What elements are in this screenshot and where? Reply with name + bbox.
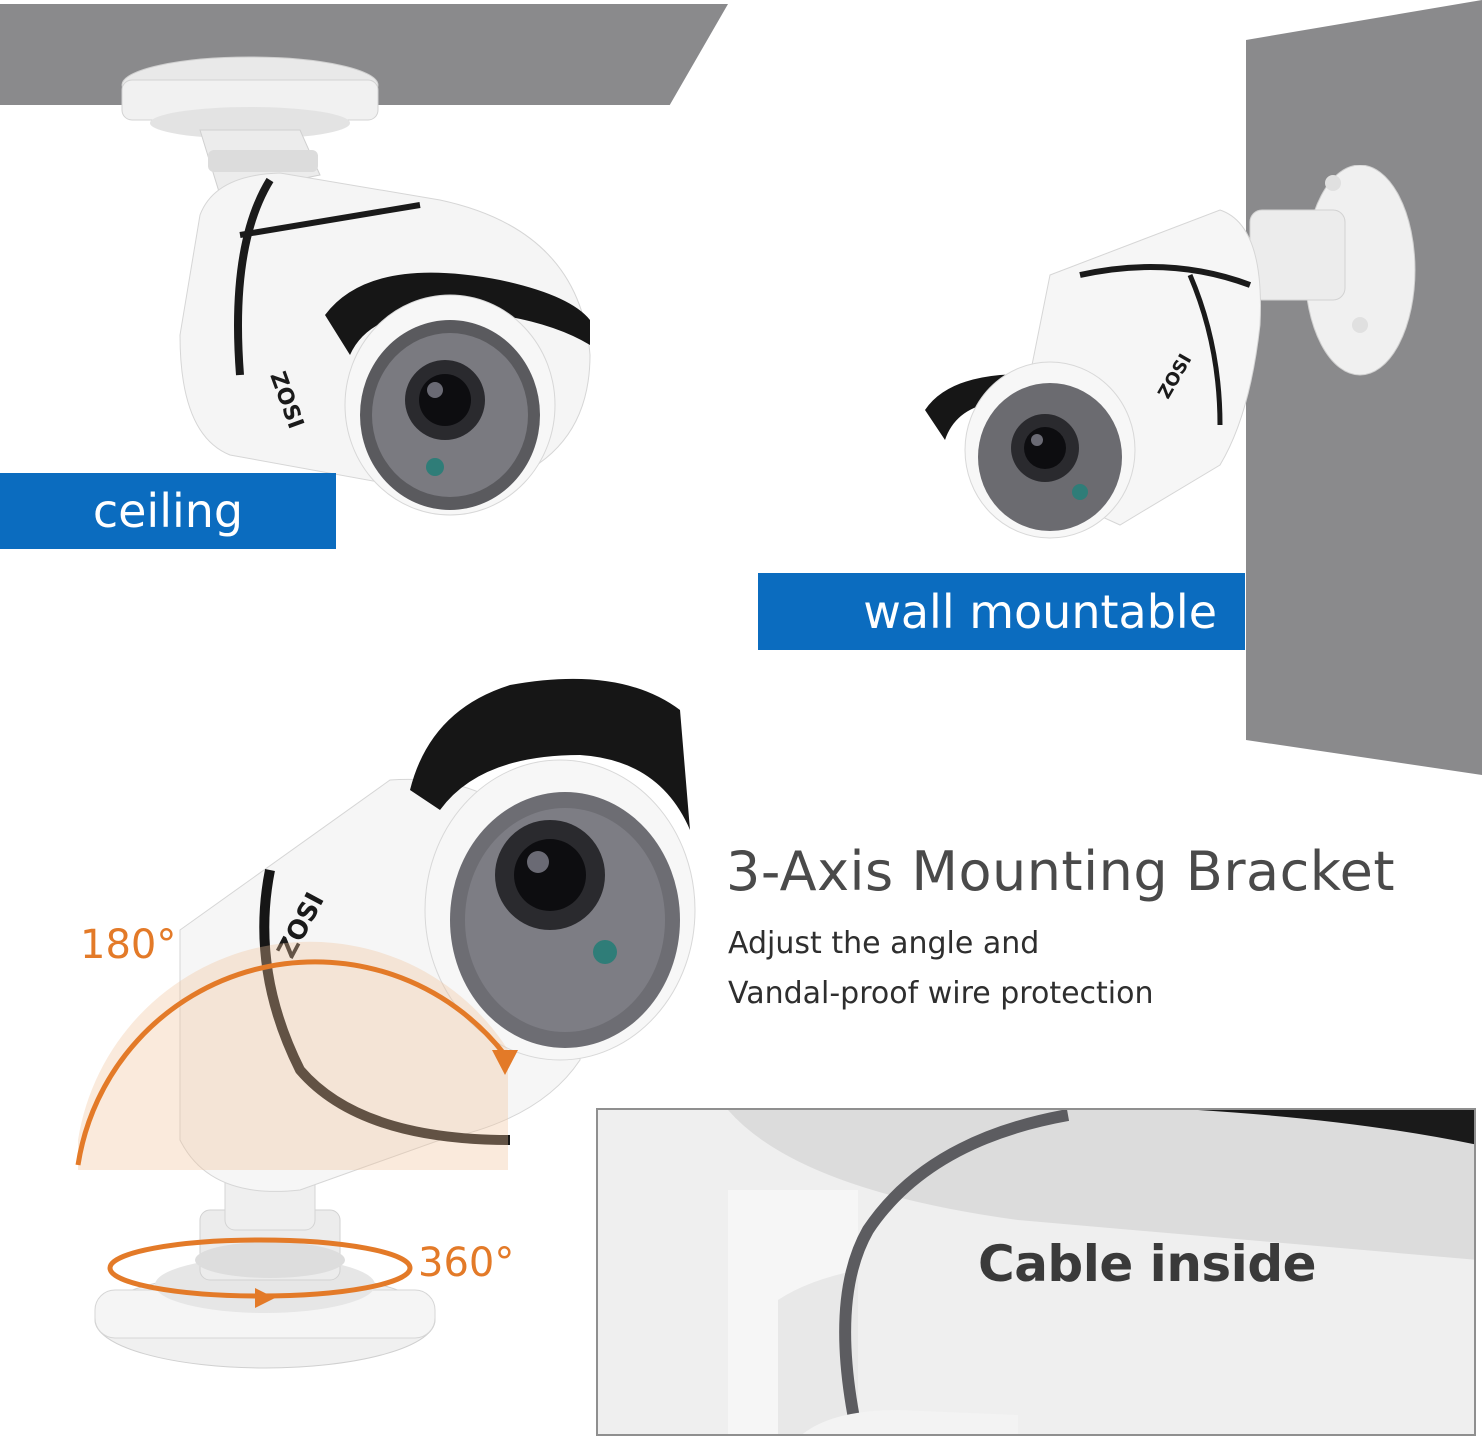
wall-camera-illustration: ZOSI bbox=[925, 165, 1416, 539]
rotation-arc-icon bbox=[75, 959, 518, 1166]
feature-title: 3-Axis Mounting Bracket bbox=[726, 840, 1396, 903]
ceiling-label: ceiling bbox=[0, 473, 336, 549]
pan-rotation-icon bbox=[107, 1237, 413, 1308]
ceiling-camera-illustration: ZOSI bbox=[121, 56, 591, 516]
wall-surface bbox=[1246, 0, 1482, 775]
cable-inside-caption: Cable inside bbox=[978, 1235, 1317, 1293]
cable-inset-illustration bbox=[598, 1110, 1474, 1434]
pan-angle-label: 360° bbox=[418, 1240, 515, 1286]
ceiling-label-text: ceiling bbox=[92, 484, 244, 538]
feature-line-1: Adjust the angle and bbox=[728, 926, 1040, 961]
wall-label-text: wall mountable bbox=[863, 584, 1217, 639]
feature-line-2: Vandal-proof wire protection bbox=[728, 976, 1154, 1011]
bracket-camera-illustration: ZOSI bbox=[75, 678, 696, 1369]
wall-label: wall mountable bbox=[758, 573, 1245, 650]
cable-inset bbox=[596, 1108, 1476, 1436]
tilt-angle-label: 180° bbox=[80, 922, 177, 968]
